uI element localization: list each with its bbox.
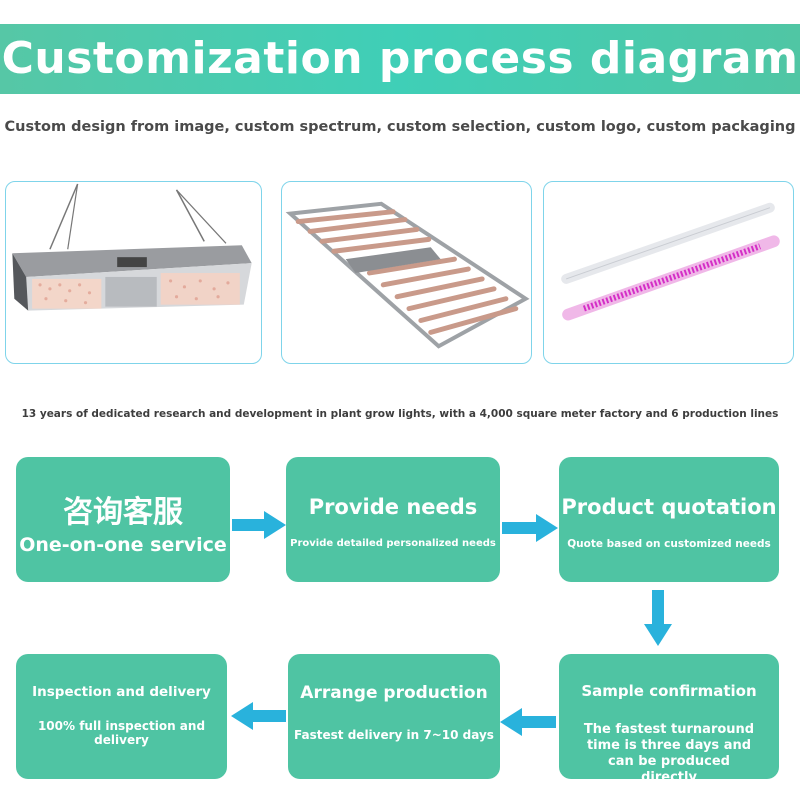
page-title: Customization process diagram	[1, 33, 799, 84]
arrow-down-icon	[644, 590, 672, 646]
tube-grow-light-image	[561, 202, 780, 321]
step-product-quotation: Product quotation Quote based on customi…	[559, 457, 779, 582]
step-title: Inspection and delivery	[32, 684, 211, 700]
product-image-quantum-board	[5, 181, 262, 364]
quantum-board-grow-light-image	[12, 183, 252, 311]
step-description: 100% full inspection and delivery	[37, 719, 206, 747]
arrow-left-icon	[500, 708, 556, 736]
step-title: Product quotation	[561, 495, 777, 519]
step-description: Fastest delivery in 7~10 days	[294, 728, 494, 742]
header-banner: Customization process diagram	[0, 24, 800, 94]
step-description: The fastest turnaround time is three day…	[583, 722, 755, 785]
company-tagline: 13 years of dedicated research and devel…	[21, 408, 779, 420]
step-title-chinese: 咨询客服	[63, 495, 183, 530]
foldable-bar-grow-light-image	[285, 201, 530, 349]
product-image-foldable-bar	[281, 181, 532, 364]
step-inspection-and-delivery: Inspection and delivery 100% full inspec…	[16, 654, 227, 779]
step-one-on-one-service: 咨询客服 One-on-one service	[16, 457, 230, 582]
product-image-tube-light	[543, 181, 794, 364]
arrow-right-icon	[232, 511, 286, 539]
step-title: Sample confirmation	[581, 682, 757, 700]
step-provide-needs: Provide needs Provide detailed personali…	[286, 457, 500, 582]
step-description: Provide detailed personalized needs	[290, 538, 496, 549]
step-title: Provide needs	[308, 495, 478, 519]
arrow-left-icon	[231, 702, 286, 730]
arrow-right-icon	[502, 514, 558, 542]
step-title: Arrange production	[300, 683, 488, 703]
step-description: Quote based on customized needs	[567, 538, 771, 550]
step-title: One-on-one service	[19, 534, 227, 556]
page-subtitle: Custom design from image, custom spectru…	[4, 119, 796, 135]
step-arrange-production: Arrange production Fastest delivery in 7…	[288, 654, 500, 779]
step-sample-confirmation: Sample confirmation The fastest turnarou…	[559, 654, 779, 785]
